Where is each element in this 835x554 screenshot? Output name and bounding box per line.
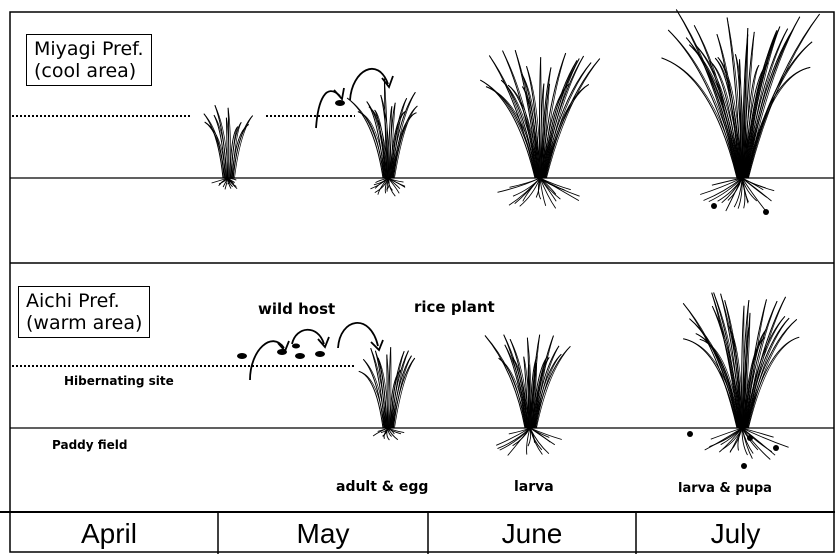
warm-region-label: Aichi Pref. (warm area) [18, 286, 150, 338]
plant-leaf-outline [395, 106, 418, 178]
plant-leaf-outline [683, 339, 739, 428]
plant-root [742, 178, 763, 190]
insect-cool-1 [335, 100, 345, 106]
plant-leaf-outline [235, 116, 253, 178]
larva-dot-1 [711, 203, 717, 209]
cool-arrow-2 [350, 69, 388, 100]
cool-region-note: (cool area) [34, 60, 144, 82]
cool-arrow-1-head [334, 88, 344, 99]
plant-leaf-outline [668, 30, 739, 178]
paddy-field-label: Paddy field [52, 438, 128, 452]
insect-warm-1 [237, 353, 247, 359]
adult-egg-label: adult & egg [336, 479, 428, 495]
larva-label: larva [514, 479, 554, 495]
plant-warm-june [485, 335, 570, 456]
plant-leaf [228, 108, 229, 178]
larva-dot-2 [763, 209, 769, 215]
insect-warm-3 [295, 353, 305, 359]
warm-region-name: Aichi Pref. [26, 290, 142, 312]
insect-warm-2 [277, 349, 287, 355]
wild-host-label: wild host [258, 300, 335, 318]
plant-leaf [676, 10, 737, 179]
insect-warm-4 [315, 351, 325, 357]
larva-dot-5 [741, 463, 747, 469]
plant-root [742, 428, 753, 454]
insects [237, 100, 345, 359]
month-july: July [636, 514, 835, 554]
month-april: April [0, 514, 218, 554]
hibernating-site-label: Hibernating site [64, 374, 174, 388]
plant-cool-june [480, 50, 600, 208]
plant-cool-july [662, 10, 820, 212]
plant-leaf [387, 355, 388, 429]
plant-root [530, 428, 562, 440]
warm-arrow-2 [292, 330, 324, 344]
cool-region-label: Miyagi Pref. (cool area) [26, 34, 152, 86]
plant-warm-july [683, 293, 799, 460]
month-june: June [428, 514, 636, 554]
larva-dot-3 [687, 431, 693, 437]
insect-warm-5 [292, 344, 300, 349]
cool-region-name: Miyagi Pref. [34, 38, 144, 60]
plant-root [540, 178, 579, 201]
warm-arrow-1 [250, 341, 284, 380]
larva-dot-6 [773, 445, 779, 451]
plant-root [705, 428, 742, 450]
larva-pupa-label: larva & pupa [678, 481, 772, 496]
plant-leaf [668, 30, 737, 178]
warm-region-note: (warm area) [26, 312, 142, 334]
plant-warm-may [359, 347, 415, 440]
larva-dot-4 [747, 435, 753, 441]
plant-cool-april [204, 105, 253, 189]
cool-arrow-1 [316, 91, 340, 128]
rice-plant-label: rice plant [414, 298, 495, 316]
plant-leaf-outline [394, 113, 417, 178]
warm-migration-arrows [250, 323, 383, 380]
month-may: May [218, 514, 428, 554]
